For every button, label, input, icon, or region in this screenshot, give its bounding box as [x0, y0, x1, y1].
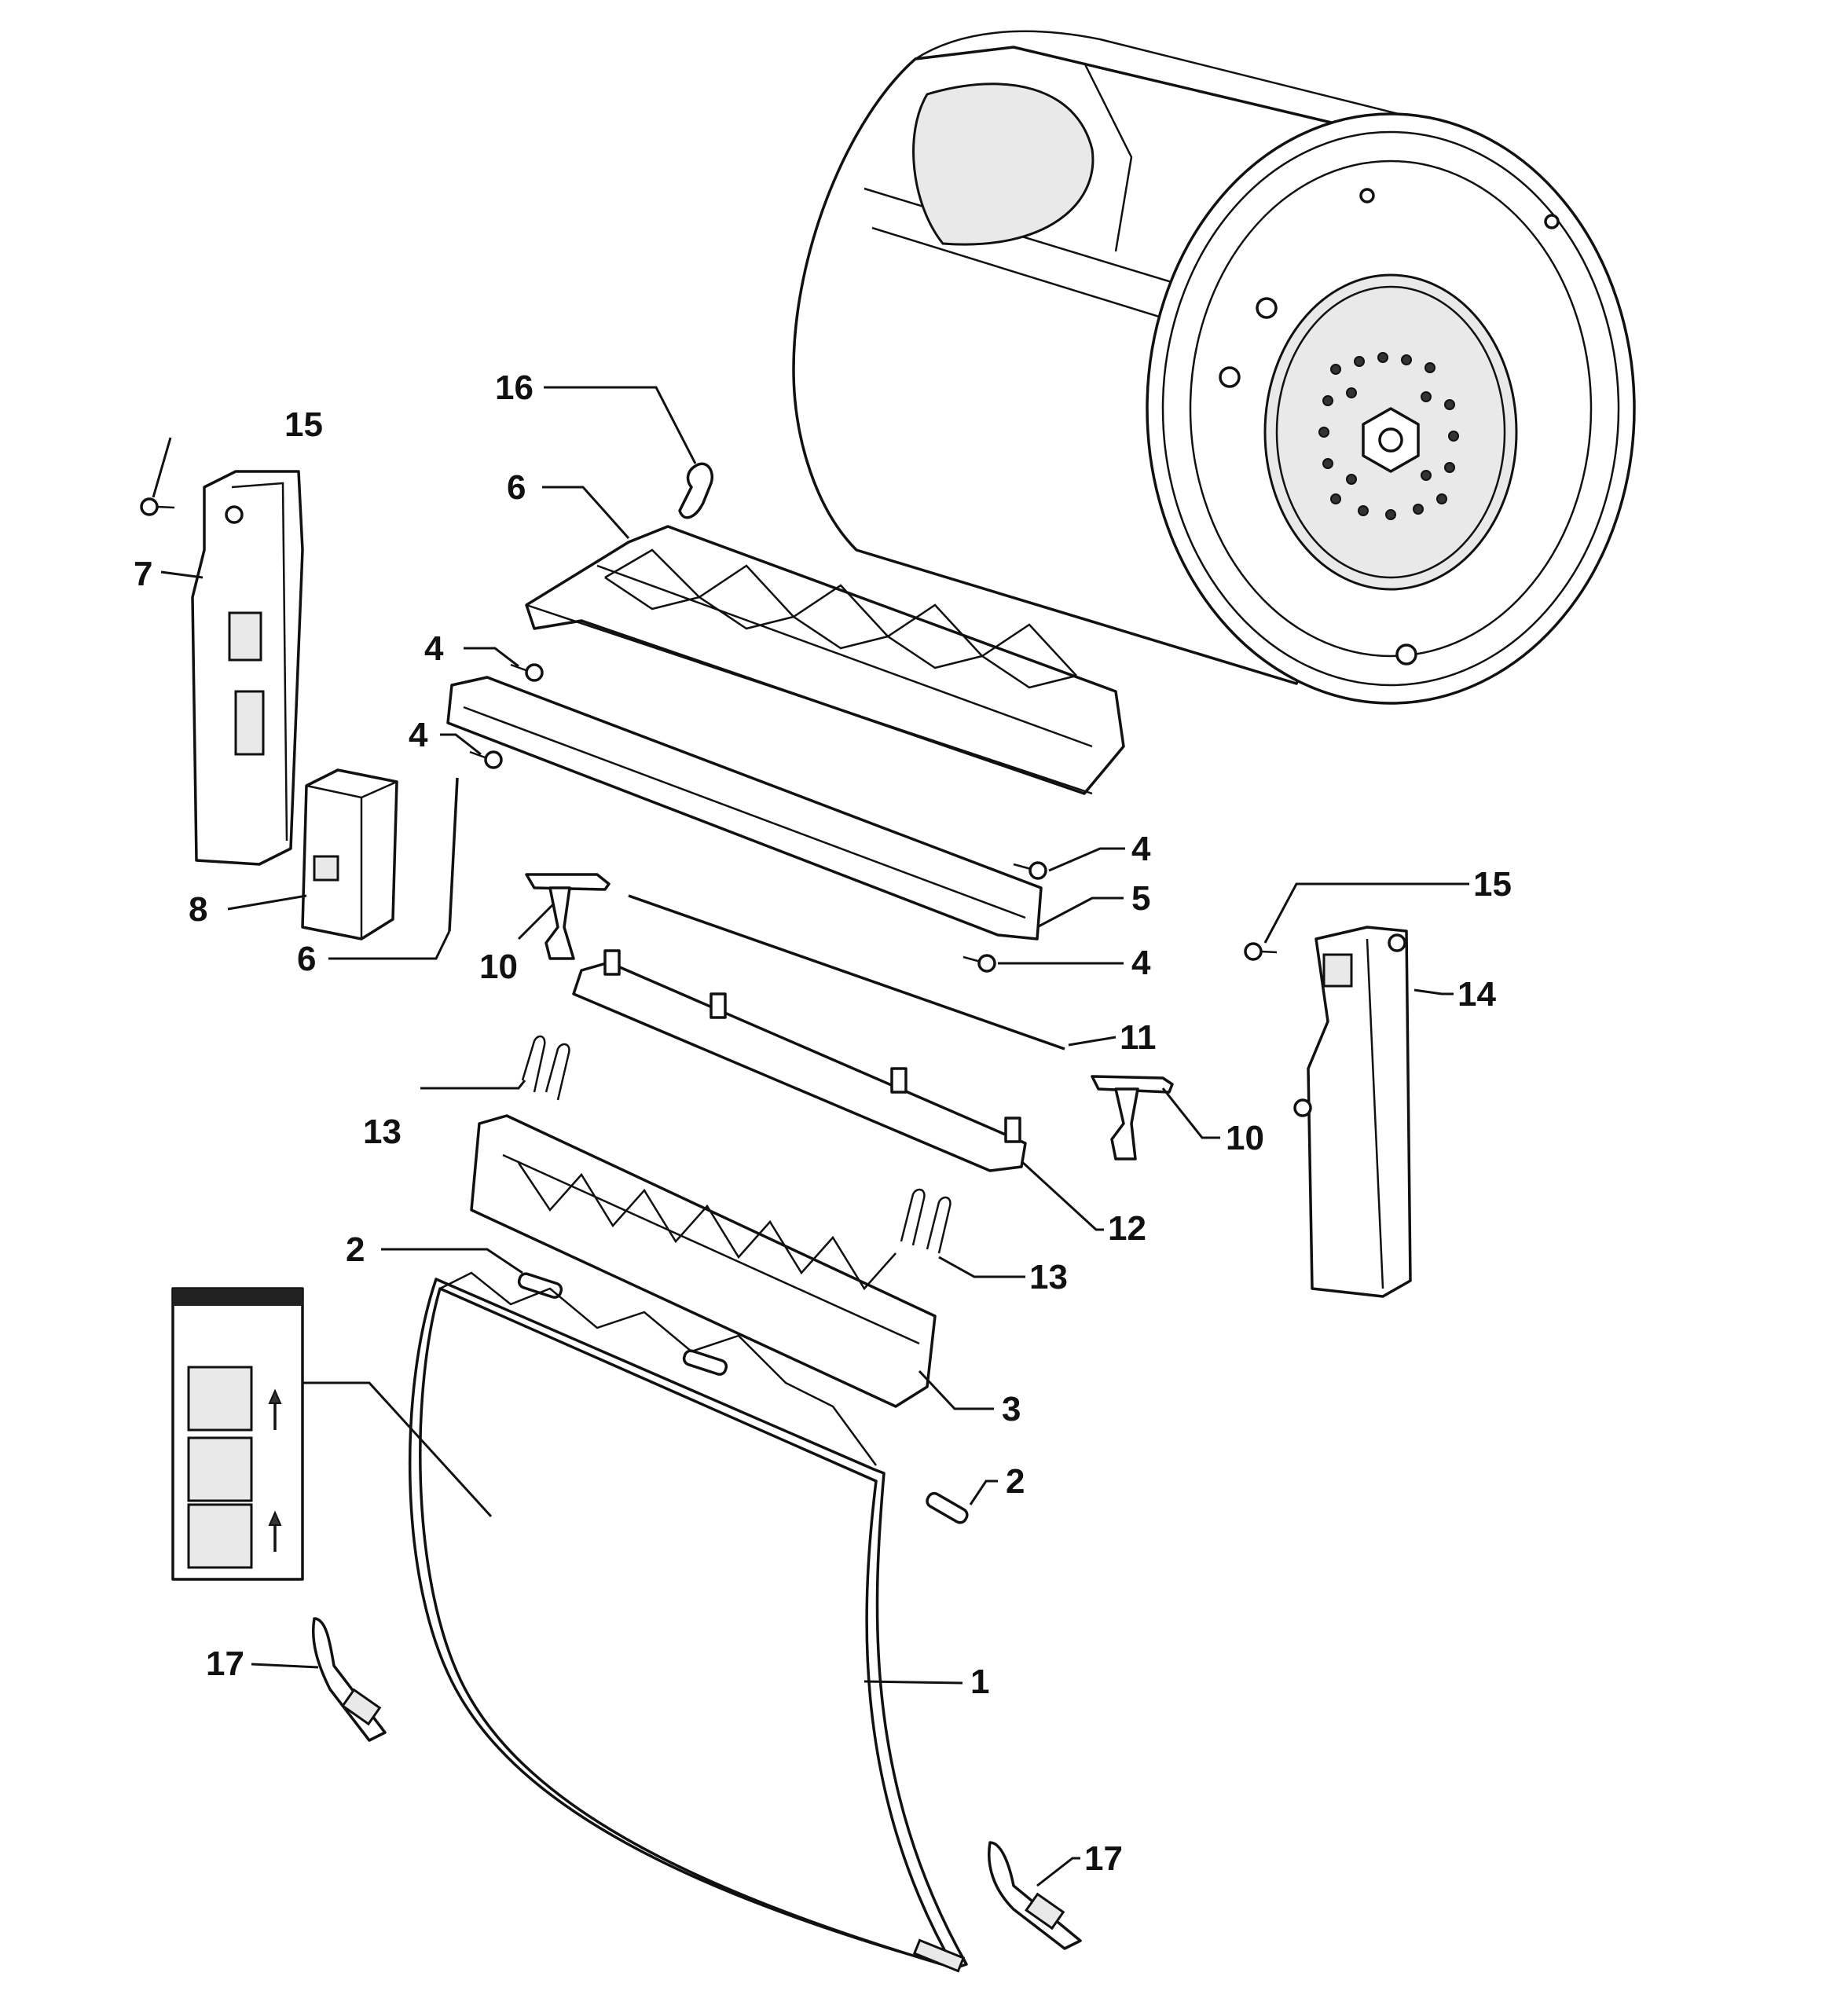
- callout-10: 10: [1226, 1119, 1264, 1157]
- callout-12: 12: [1108, 1209, 1146, 1248]
- leader-17-left: [251, 1663, 319, 1669]
- callout-16: 16: [495, 368, 534, 407]
- part-15-screw-left: [140, 497, 175, 516]
- callout-6: 6: [297, 940, 316, 978]
- callout-4: 4: [409, 716, 428, 754]
- part-4-screw-a: [510, 663, 544, 682]
- callout-8: 8: [189, 890, 207, 929]
- callout-14: 14: [1458, 975, 1496, 1014]
- leader-5: [1036, 896, 1124, 929]
- part-7-left-bracket: [191, 470, 304, 866]
- part-6-upper-frame: [525, 525, 1125, 795]
- dryer-drum: [792, 30, 1636, 705]
- leader-14: [1414, 988, 1454, 996]
- leader-1: [864, 1680, 963, 1685]
- leader-4-b: [440, 733, 482, 756]
- callout-17: 17: [1084, 1839, 1123, 1878]
- callout-5: 5: [1131, 879, 1150, 918]
- part-2-pin-mid: [682, 1349, 728, 1376]
- part-16-clip: [678, 462, 713, 519]
- callout-6: 6: [507, 468, 526, 507]
- leader-15-right: [1263, 882, 1469, 944]
- callout-4: 4: [424, 629, 444, 668]
- callout-7: 7: [134, 555, 152, 593]
- leader-6-top: [542, 486, 630, 539]
- leader-17-right: [1036, 1857, 1080, 1887]
- leader-2-b: [969, 1480, 998, 1505]
- part-17-bracket-right: [988, 1841, 1082, 1950]
- part-10-hinge-left: [525, 873, 610, 960]
- leader-16: [544, 386, 697, 464]
- callout-4: 4: [1131, 944, 1151, 982]
- leader-7: [160, 570, 204, 579]
- part-10-hinge-right: [1091, 1075, 1174, 1160]
- part-1-curved-panel: [408, 1271, 968, 1973]
- leader-15-left: [152, 437, 172, 498]
- warning-label: [171, 1287, 304, 1581]
- leader-lines: [152, 386, 1469, 1887]
- leader-13-right: [938, 1256, 1025, 1278]
- leader-10-right: [1161, 1087, 1220, 1139]
- callout-labels: 1 2 2 3 4 4 4 4 5 6 6 7 8 10 10 11 12 13…: [134, 368, 1512, 1878]
- part-14-right-bracket: [1293, 926, 1412, 1298]
- part-2-pin-a: [517, 1272, 563, 1299]
- callout-10: 10: [479, 948, 518, 986]
- part-17-bracket-left: [311, 1617, 387, 1742]
- part-11-rod: [628, 894, 1065, 1050]
- part-5-rail: [446, 676, 1043, 940]
- callout-1: 1: [970, 1663, 989, 1701]
- part-13-spring-left: [521, 1035, 570, 1101]
- part-4-screw-d: [962, 954, 996, 973]
- part-4-screw-b: [469, 750, 503, 769]
- leader-3: [918, 1370, 994, 1410]
- leader-2-a: [381, 1248, 523, 1274]
- callout-2: 2: [346, 1230, 365, 1269]
- part-4-screw-c: [1013, 861, 1047, 880]
- callout-2: 2: [1006, 1462, 1025, 1501]
- leader-10-left: [517, 902, 556, 940]
- part-13-spring-right: [900, 1188, 952, 1254]
- callout-13: 13: [1029, 1258, 1068, 1296]
- callout-15: 15: [1473, 865, 1512, 904]
- part-6-rod: [448, 777, 459, 932]
- leader-13-left: [420, 1080, 526, 1090]
- leader-4-a: [464, 647, 519, 668]
- callout-17: 17: [206, 1644, 244, 1683]
- part-15-screw-right: [1244, 942, 1278, 961]
- callout-11: 11: [1120, 1018, 1157, 1057]
- leader-6-rod: [328, 930, 451, 960]
- callout-4: 4: [1131, 830, 1151, 868]
- callout-3: 3: [1002, 1390, 1021, 1428]
- callout-15: 15: [284, 405, 323, 444]
- leader-11: [1068, 1036, 1116, 1047]
- callout-13: 13: [363, 1113, 402, 1151]
- part-8-switch-block: [301, 768, 398, 940]
- leader-8: [227, 894, 307, 911]
- leader-12: [1020, 1160, 1104, 1231]
- part-12-bar: [572, 949, 1027, 1172]
- part-2-pin-b: [926, 1491, 969, 1524]
- leader-label: [302, 1381, 493, 1518]
- part-3-lower-frame: [470, 1114, 937, 1408]
- leader-4-c: [1048, 847, 1125, 872]
